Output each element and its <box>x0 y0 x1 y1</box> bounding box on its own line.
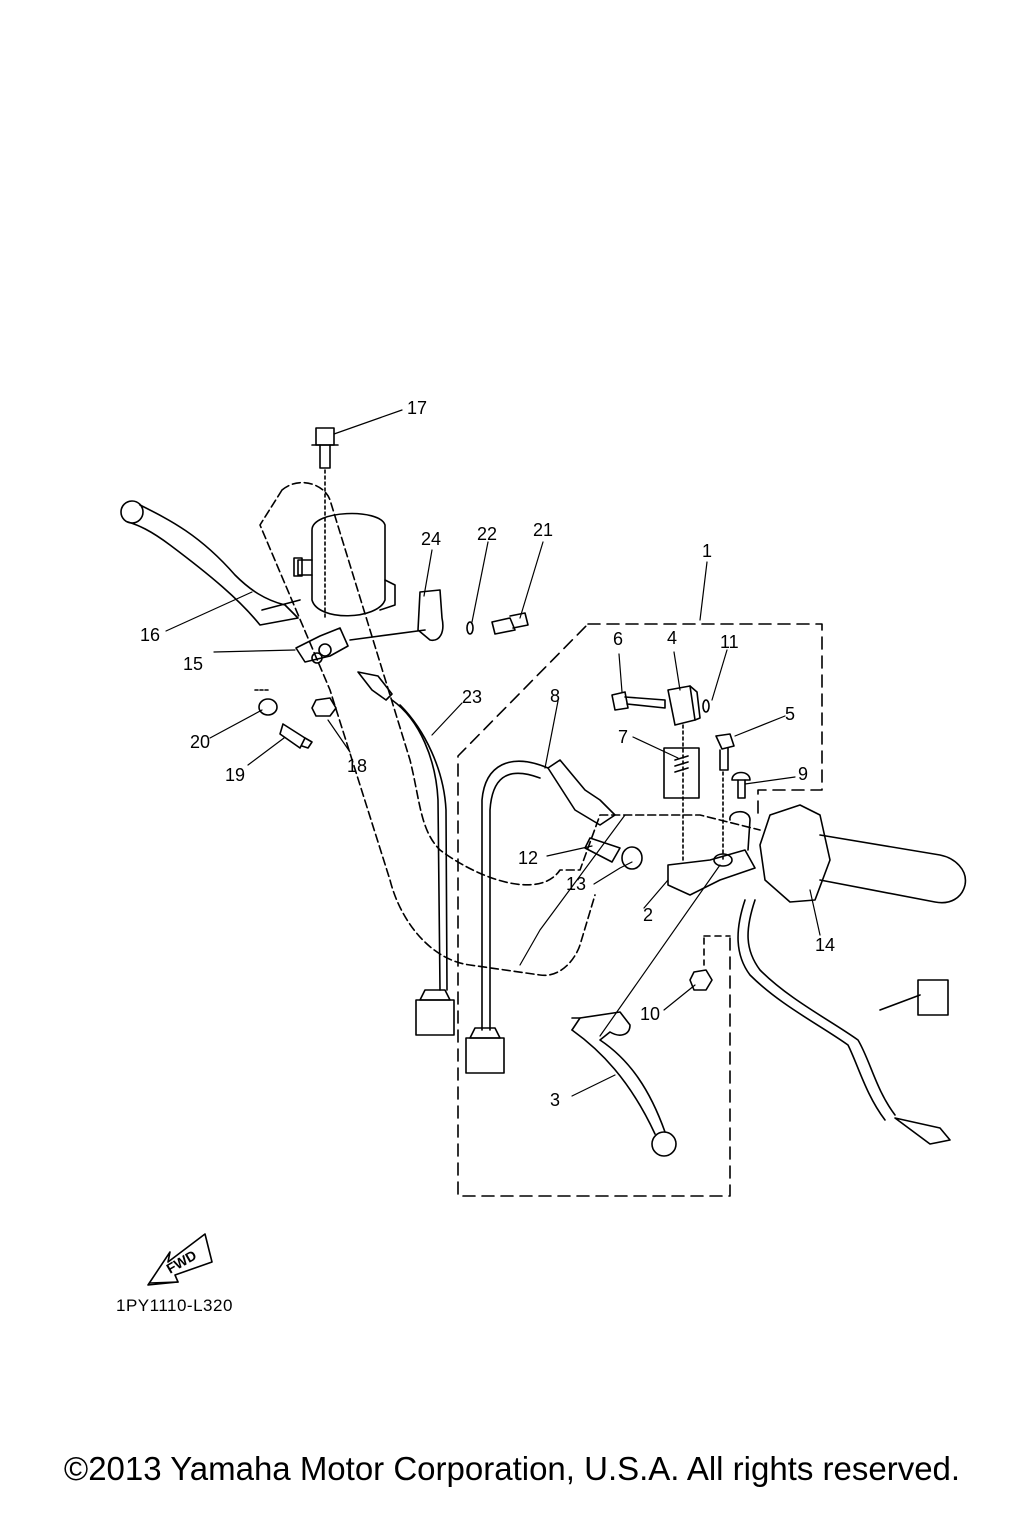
part-18-nut <box>311 697 337 717</box>
part-23-cable <box>357 671 455 1036</box>
callout-4: 4 <box>667 628 677 648</box>
callout-5: 5 <box>785 704 795 724</box>
callout-7: 7 <box>618 727 628 747</box>
callout-1: 1 <box>702 541 712 561</box>
callout-10: 10 <box>640 1004 660 1024</box>
master-cylinder <box>293 512 396 617</box>
callout-23: 23 <box>462 687 482 707</box>
part-8-cable <box>465 759 616 1074</box>
part-22-washer <box>466 621 474 635</box>
part-6-bolt <box>611 691 666 711</box>
part-3-lever <box>571 1011 677 1157</box>
callout-11: 11 <box>720 632 739 652</box>
part-13-locknut <box>621 846 643 870</box>
part-2-bracket <box>667 849 756 896</box>
callout-21: 21 <box>533 520 553 540</box>
callout-16: 16 <box>140 625 160 645</box>
callout-12: 12 <box>518 848 538 868</box>
fwd-arrow <box>147 1233 213 1286</box>
part-12-adjuster <box>584 837 621 863</box>
callout-18: 18 <box>347 756 367 776</box>
callout-2: 2 <box>643 905 653 925</box>
leader-lines <box>165 409 821 1097</box>
part-7-spring <box>663 747 700 799</box>
part-9-screw <box>731 771 751 799</box>
part-17-bolt <box>311 427 339 621</box>
assembly-2-sub-boundary <box>703 935 731 966</box>
callout-20: 20 <box>190 732 210 752</box>
callout-13: 13 <box>566 874 586 894</box>
callout-15: 15 <box>183 654 203 674</box>
part-4-bracket <box>667 685 701 861</box>
drawing-code: 1PY1110-L320 <box>116 1296 233 1315</box>
part-14-switch <box>729 804 967 1145</box>
part-15-bracket <box>295 627 349 664</box>
part-24-holder <box>349 589 444 642</box>
part-19-screw <box>279 723 313 749</box>
callout-14: 14 <box>815 935 835 955</box>
callout-9: 9 <box>798 764 808 784</box>
callout-24: 24 <box>421 529 441 549</box>
callout-8: 8 <box>550 686 560 706</box>
assembly-1-boundary <box>457 623 823 1197</box>
callout-3: 3 <box>550 1090 560 1110</box>
handlebar-outline <box>259 481 761 976</box>
part-20-nut <box>254 689 278 716</box>
callout-19: 19 <box>225 765 245 785</box>
part-11-clip <box>702 699 710 713</box>
part-10-nut <box>689 969 713 991</box>
callout-6: 6 <box>613 629 623 649</box>
part-21-bolt <box>491 612 529 635</box>
part-16-lever <box>120 500 301 626</box>
copyright-notice: ©2013 Yamaha Motor Corporation, U.S.A. A… <box>63 1450 961 1487</box>
callout-22: 22 <box>477 524 497 544</box>
callout-17: 17 <box>407 398 427 418</box>
part-5-bolt <box>715 733 735 861</box>
